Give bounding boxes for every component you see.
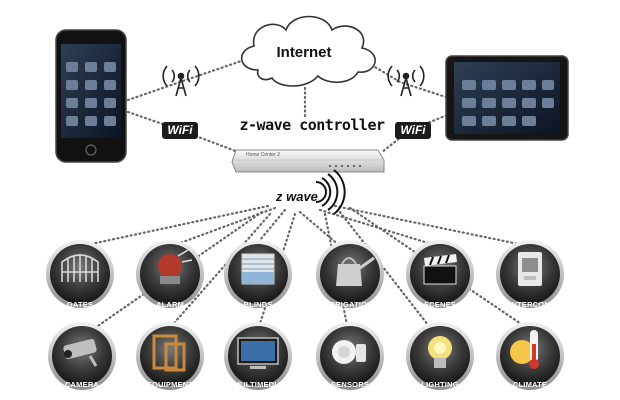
- gate-icon: [61, 254, 99, 282]
- device-label-climate: CLIMATE: [512, 380, 548, 389]
- motion-sensor-icon: [332, 340, 366, 364]
- wifi-badge-right: WiFi: [395, 122, 431, 139]
- device-label-equipment: EQUIPMENT: [146, 380, 194, 389]
- door-frame-icon: [152, 334, 186, 372]
- siren-icon: [158, 249, 193, 284]
- device-node-alarm: [136, 240, 204, 308]
- controller-device-text: Home Center 2: [246, 152, 280, 158]
- device-label-camera: CAMERA: [64, 380, 100, 389]
- device-label-blinds: BLINDS: [243, 300, 273, 309]
- antenna-icon-left: [162, 65, 200, 97]
- thermometer-sun-icon: [510, 330, 539, 369]
- controller-title: z-wave controller: [239, 116, 385, 134]
- device-label-lighting: LIGHTING: [421, 380, 459, 389]
- device-label-gates: GATES: [66, 300, 94, 309]
- zwave-signal-icon: [315, 169, 346, 215]
- device-node-gates: [46, 240, 114, 308]
- device-node-irrigation: [316, 240, 384, 308]
- device-node-camera: [48, 322, 116, 390]
- window-blinds-icon: [241, 253, 275, 285]
- cctv-camera-icon: [63, 338, 98, 367]
- device-node-multimedia: [224, 322, 292, 390]
- internet-label: Internet: [276, 44, 332, 61]
- wifi-badge-left: WiFi: [162, 122, 198, 139]
- smartphone-icon: [55, 29, 127, 163]
- internet-cloud: [240, 15, 376, 87]
- light-bulb-icon: [428, 336, 452, 368]
- watering-can-icon: [336, 256, 375, 286]
- tv-icon: [237, 337, 279, 369]
- device-node-equipment: [136, 322, 204, 390]
- intercom-icon: [518, 252, 542, 286]
- antenna-icon-right: [387, 65, 425, 97]
- device-label-intercom: INTERCOM: [509, 300, 551, 309]
- device-label-sensors: SENSORS: [330, 380, 370, 389]
- device-node-blinds: [224, 240, 292, 308]
- device-node-sensors: [316, 322, 384, 390]
- device-node-climate: [496, 322, 564, 390]
- clapperboard-icon: [423, 254, 457, 285]
- device-nodes: [46, 240, 564, 390]
- device-node-scenes: [406, 240, 474, 308]
- tablet-icon: [445, 55, 569, 141]
- device-label-scenes: SCENES: [423, 300, 457, 309]
- device-label-irrigation: IRRIGATION: [327, 300, 373, 309]
- device-label-multimedia: MULTIMEDIA: [233, 380, 283, 389]
- device-label-alarm: ALARM: [155, 300, 185, 309]
- device-node-intercom: [496, 240, 564, 308]
- device-node-lighting: [406, 322, 474, 390]
- controller-device: [231, 149, 385, 173]
- zwave-logo-label: z wave: [276, 189, 318, 204]
